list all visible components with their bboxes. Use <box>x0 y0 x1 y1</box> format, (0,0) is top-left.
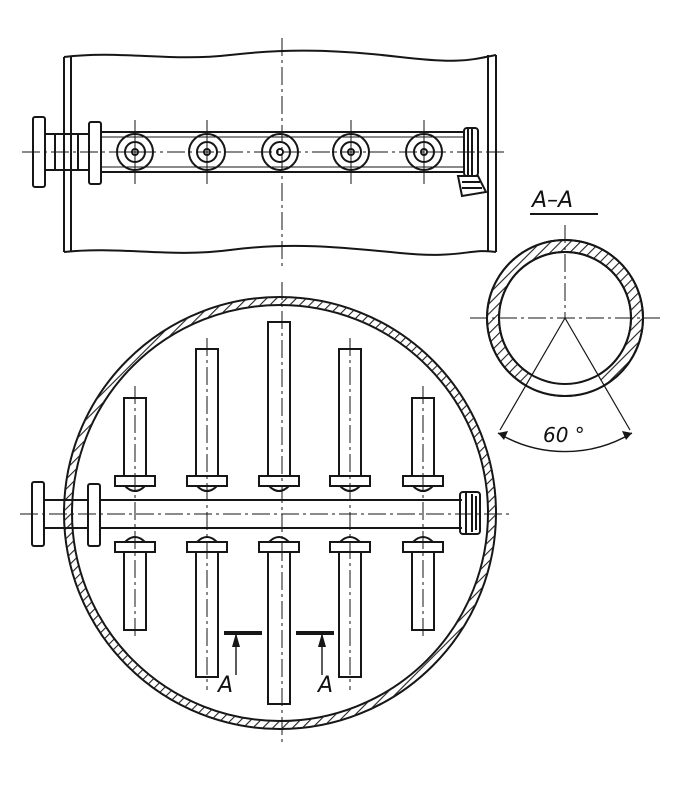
break-line-bottom <box>63 244 497 256</box>
plan-header-pipe <box>100 499 462 529</box>
section-marker-left-label: A <box>216 673 233 698</box>
plan-inlet-flange-inner <box>87 483 101 547</box>
angle-dimension-arc <box>497 432 633 453</box>
branch-pipe-1 <box>114 386 156 640</box>
angle-line-right <box>564 317 631 431</box>
inlet-flange-inner <box>88 121 102 185</box>
header-end-cap-top <box>456 127 488 198</box>
section-marker-left-symbol <box>224 631 262 675</box>
branch-pipe-5 <box>402 386 444 640</box>
top-view <box>22 38 505 270</box>
header-pipe <box>101 131 465 173</box>
branch-pipe-3 <box>258 321 300 705</box>
branch-pipe-2 <box>186 338 228 690</box>
plan-view <box>20 282 512 745</box>
pipe-slot <box>526 318 604 397</box>
section-title: A–A <box>530 188 573 213</box>
angle-label: 60 ° <box>543 423 585 447</box>
section-a-a: A–A 60 ° <box>470 188 660 453</box>
angle-line-left <box>499 317 566 431</box>
branch-outlet-3 <box>261 133 299 171</box>
branch-outlets-top <box>116 120 443 184</box>
vessel-wall-left <box>63 57 72 252</box>
section-marker-right-symbol <box>296 631 334 675</box>
vessel-wall-right <box>487 55 497 252</box>
vessel-shell-inner <box>71 304 489 722</box>
section-marker-right-label: A <box>316 673 333 698</box>
branch-pipe-4 <box>329 338 371 690</box>
plan-header-end-cap <box>459 491 481 535</box>
break-line-top <box>63 49 497 62</box>
vessel-shell-hatch <box>64 297 497 729</box>
